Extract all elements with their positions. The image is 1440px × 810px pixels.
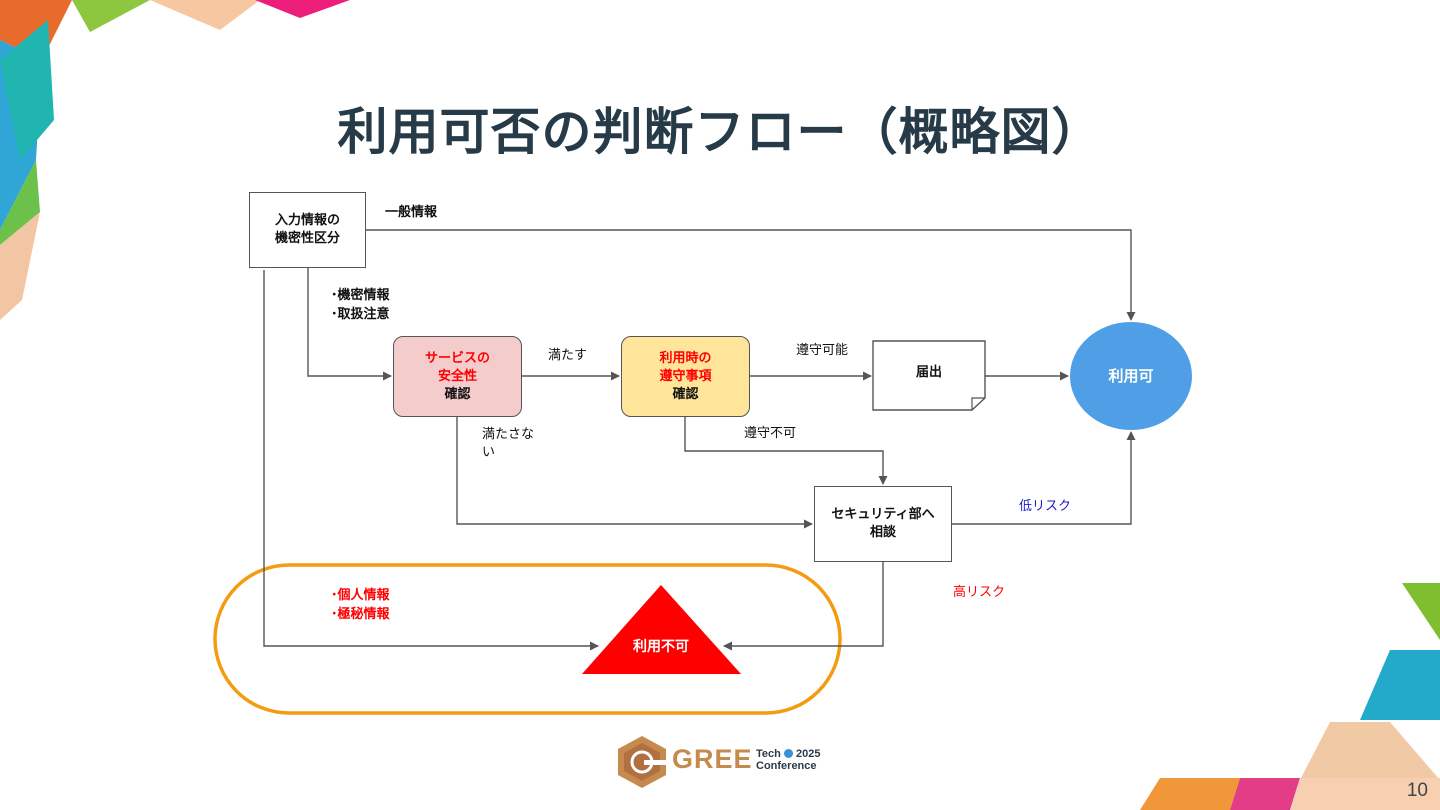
node-denied-label: 利用不可: [633, 639, 689, 655]
node-input-classification: 入力情報の 機密性区分: [249, 192, 366, 268]
label-compliable: 遵守可能: [796, 343, 849, 358]
label-not-compliable: 遵守不可: [744, 426, 797, 441]
edge-personal: [263, 270, 599, 651]
node-input-line2: 機密性区分: [274, 231, 340, 246]
allowed-ellipse: [1070, 322, 1192, 430]
node-security-line2: 相談: [869, 525, 896, 540]
edge-not-satisfied: [456, 417, 813, 529]
node-service-line2: 安全性: [437, 368, 477, 384]
bottom-right-decoration: [1140, 583, 1440, 810]
label-high-risk: 高リスク: [953, 585, 1006, 600]
label-confidential-2: ･取扱注意: [331, 307, 390, 322]
node-compliance-line2: 遵守事項: [659, 368, 712, 384]
logo-subtitle: Tech 2025 Conference: [756, 748, 820, 772]
label-general-info: 一般情報: [385, 205, 438, 220]
logo-word: GREE: [672, 744, 753, 774]
edge-high-risk: [723, 562, 884, 651]
node-compliance-line3: 確認: [672, 386, 699, 402]
slide-title: 利用可否の判断フロー（概略図）: [337, 103, 1103, 161]
label-low-risk: 低リスク: [1019, 499, 1072, 514]
top-left-decoration: [0, 0, 350, 320]
node-compliance-check: 利用時の 遵守事項 確認: [621, 336, 750, 417]
edge-confidential: [307, 268, 392, 381]
gree-tech-conference-logo: GREE Tech 2025 Conference: [614, 734, 828, 790]
node-security-line1: セキュリティ部へ: [831, 507, 935, 522]
highlight-outline: [213, 563, 842, 715]
node-service-line3: 確認: [444, 386, 471, 402]
logo-dot-icon: [783, 749, 793, 758]
edge-general: [366, 229, 1136, 321]
logo-year: 2025: [795, 748, 821, 760]
logo-hexagon-icon: [618, 736, 666, 788]
node-allowed-label: 利用可: [1108, 367, 1154, 385]
label-confidential-1: ･機密情報: [331, 288, 390, 303]
label-not-satisfied-1: 満たさな: [482, 427, 535, 442]
edge-not-compliable: [684, 417, 888, 485]
label-personal-1: ･個人情報: [331, 588, 390, 603]
node-input-line1: 入力情報の: [274, 213, 340, 228]
label-satisfied: 満たす: [548, 348, 588, 363]
label-personal-2: ･極秘情報: [331, 607, 390, 622]
logo-conference: Conference: [756, 760, 817, 772]
edge-low-risk: [952, 431, 1136, 525]
node-service-line1: サービスの: [424, 350, 490, 366]
node-security-consult: セキュリティ部へ 相談: [814, 486, 952, 562]
label-not-satisfied-2: い: [482, 445, 496, 460]
notice-document-shape: [872, 340, 986, 411]
node-notice-label: 届出: [915, 365, 942, 380]
denied-triangle: [582, 585, 741, 674]
node-service-safety: サービスの 安全性 確認: [393, 336, 522, 417]
page-number: 10: [1406, 780, 1428, 801]
node-compliance-line1: 利用時の: [659, 350, 712, 366]
logo-tech: Tech: [756, 748, 781, 760]
